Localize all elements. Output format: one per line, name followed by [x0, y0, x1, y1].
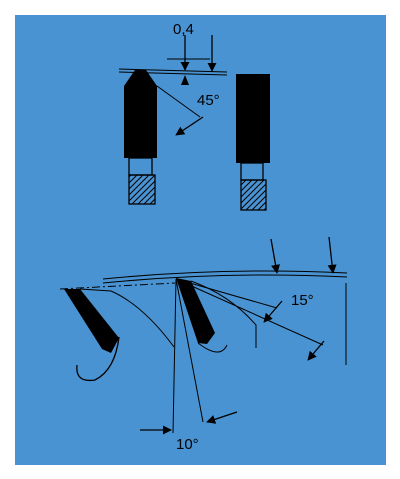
- center-tooth-outline: [197, 342, 228, 353]
- clearance-arrow: [206, 411, 238, 424]
- left-gullet: [76, 336, 120, 382]
- saw-tooth-diagram: 0,4 45° 15° 10°: [15, 15, 386, 465]
- left-profile-tooth: [64, 289, 119, 353]
- diagram-panel: 0,4 45° 15° 10°: [15, 15, 386, 465]
- center-tooth-back: [190, 280, 257, 348]
- bevel-angle-label: 45°: [197, 92, 220, 109]
- gap-arrow-up: [181, 75, 189, 85]
- rake-line: [175, 278, 278, 309]
- arc-arrow: [270, 238, 281, 274]
- center-profile-tooth: [176, 278, 215, 344]
- right-tooth-base: [240, 179, 267, 211]
- left-tooth-back: [79, 288, 175, 348]
- left-tooth-base: [128, 174, 156, 205]
- blade-outer-arc: [102, 270, 348, 280]
- clearance-line: [172, 278, 177, 434]
- arc-arrow: [327, 236, 337, 274]
- gap-label: 0,4: [173, 21, 194, 38]
- clearance-line: [175, 278, 204, 423]
- right-tooth-shank: [240, 162, 264, 181]
- rake-angle-label: 15°: [291, 292, 314, 309]
- right-tooth-body: [236, 74, 270, 163]
- rake-line: [175, 278, 324, 346]
- dash-dot-line: [59, 282, 176, 290]
- left-tooth-shank: [128, 157, 153, 176]
- panel-background: [15, 15, 386, 465]
- bevel-arrow: [175, 116, 204, 136]
- bevel-line: [156, 85, 201, 118]
- rake-arrow: [263, 300, 283, 323]
- tooth-cross-section: 0,4 45°: [118, 21, 270, 211]
- left-tooth-body: [124, 70, 157, 158]
- blade-inner-arc: [102, 274, 348, 284]
- rake-arrow: [307, 340, 325, 361]
- blade-side-profile: 15° 10°: [59, 236, 348, 453]
- clearance-angle-label: 10°: [176, 436, 199, 453]
